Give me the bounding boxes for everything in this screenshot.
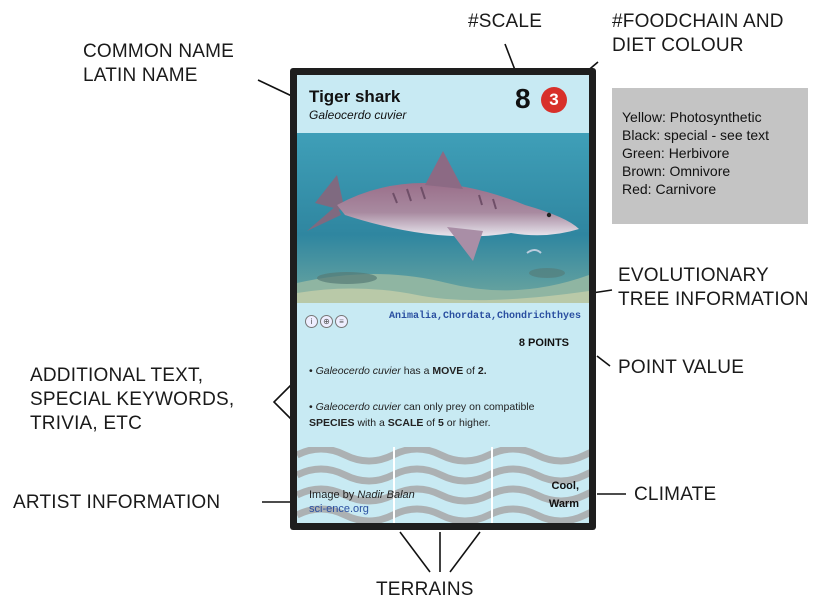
common-latin-name-label: COMMON NAME LATIN NAME <box>83 40 234 88</box>
scale-value: 8 <box>515 83 531 115</box>
info-icon: i <box>305 315 318 328</box>
legend-item: Brown: Omnivore <box>622 162 769 180</box>
evolutionary-tree-label: EVOLUTIONARY TREE INFORMATION <box>618 264 809 312</box>
terrain-line-left <box>400 532 430 572</box>
taxonomy-text: Animalia,Chordata,Chondrichthyes <box>389 311 581 322</box>
foodchain-label: #FOODCHAIN AND DIET COLOUR <box>612 10 784 58</box>
list-icon: ≡ <box>335 315 348 328</box>
terrain-line-right <box>450 532 480 572</box>
latin-name: Galeocerdo cuvier <box>309 108 406 122</box>
prey-text: • Galeocerdo cuvier can only prey on com… <box>309 399 579 431</box>
legend-item: Black: special - see text <box>622 126 769 144</box>
evolutionary-icons: i⊕≡ <box>305 311 350 329</box>
legend-item: Yellow: Photosynthetic <box>622 108 769 126</box>
climate-label: CLIMATE <box>634 483 716 507</box>
legend-item: Green: Herbivore <box>622 144 769 162</box>
artist-information-label: ARTIST INFORMATION <box>13 491 220 515</box>
point-value-label: POINT VALUE <box>618 356 744 380</box>
move-text: • Galeocerdo cuvier has a MOVE of 2. <box>309 363 579 379</box>
diet-colour-legend: Yellow: Photosynthetic Black: special - … <box>612 88 808 224</box>
terrains-label: TERRAINS <box>376 578 474 602</box>
climate-value: Cool, Warm <box>549 477 579 513</box>
artist-credit: Image by Nadir Balan <box>309 489 415 501</box>
artist-website-link[interactable]: sci-ence.org <box>309 503 369 515</box>
point-value: 8 POINTS <box>519 337 569 349</box>
scale-line <box>505 44 515 70</box>
species-card: Tiger shark Galeocerdo cuvier 8 3 <box>290 68 596 530</box>
tree-icon: ⊕ <box>320 315 333 328</box>
card-face: Tiger shark Galeocerdo cuvier 8 3 <box>297 75 589 523</box>
foodchain-badge: 3 <box>541 87 567 113</box>
common-name: Tiger shark <box>309 87 400 107</box>
scale-label: #SCALE <box>468 10 542 34</box>
additional-text-label: ADDITIONAL TEXT, SPECIAL KEYWORDS, TRIVI… <box>30 364 234 436</box>
point-value-line <box>597 356 610 366</box>
legend-item: Red: Carnivore <box>622 180 769 198</box>
tiger-shark-illustration <box>297 133 589 303</box>
